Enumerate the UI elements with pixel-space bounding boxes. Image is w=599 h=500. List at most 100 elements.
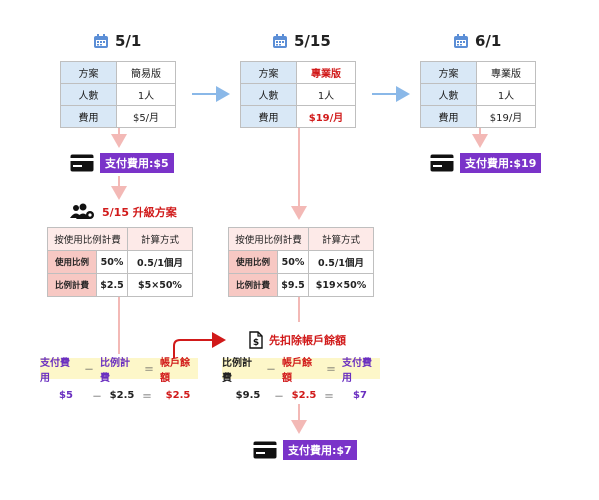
- plan-value: 1人: [296, 83, 356, 106]
- equation-term: 比例計費: [222, 357, 252, 384]
- table-row: 方案專業版: [420, 61, 536, 84]
- equation-operator: ＝: [324, 392, 334, 403]
- table-row: 方案簡易版: [60, 61, 176, 84]
- date-label: 5/1: [115, 32, 142, 50]
- table-row: 費用$5/月: [60, 105, 176, 128]
- prorate-value: 50%: [96, 250, 128, 274]
- date-label: 6/1: [475, 32, 502, 50]
- plan-key: 方案: [60, 61, 117, 84]
- equation-value: $7: [353, 390, 367, 401]
- upgrade-label: 5/15 升級方案: [102, 206, 177, 219]
- prorate-row-label: 比例計費: [47, 273, 97, 297]
- plan-value: $19/月: [476, 105, 536, 128]
- prorate-formula: $5×50%: [127, 273, 193, 297]
- plan-value: 1人: [116, 83, 176, 106]
- prorate-value: 50%: [277, 250, 309, 274]
- table-row: 按使用比例計費計算方式: [228, 227, 374, 251]
- equation-value: $5: [59, 390, 73, 401]
- plan-value: 1人: [476, 83, 536, 106]
- prorate-formula: 0.5/1個月: [308, 250, 374, 274]
- equation-values-2: $9.5 － $2.5 ＝ $7: [228, 388, 380, 403]
- date-label: 5/15: [294, 32, 331, 50]
- equation-values-1: $5 － $2.5 ＝ $2.5: [46, 388, 198, 403]
- equation-value: $2.5: [165, 390, 191, 401]
- equation-bar-1: 支付費用 － 比例計費 ＝ 帳戶餘額: [40, 358, 198, 384]
- credit-card-icon: [70, 154, 94, 172]
- equation-value: $2.5: [109, 390, 135, 401]
- equation-operator: ＝: [142, 392, 152, 403]
- date-header-3: 6/1: [453, 32, 501, 50]
- equation-term: 支付費用: [342, 357, 372, 384]
- payment-label: 支付費用:$19: [460, 153, 542, 173]
- equation-term: 支付費用: [40, 357, 70, 384]
- upgrade-note: 5/15 升級方案: [70, 203, 177, 221]
- prorate-header: 按使用比例計費: [228, 227, 309, 251]
- plan-key: 人數: [240, 83, 297, 106]
- payment-badge-2: 支付費用:$19: [430, 153, 542, 173]
- equation-term: 帳戶餘額: [282, 357, 312, 384]
- plan-key: 人數: [60, 83, 117, 106]
- prorate-header: 按使用比例計費: [47, 227, 128, 251]
- plan-value: $19/月: [296, 105, 356, 128]
- plan-value: 簡易版: [116, 61, 176, 84]
- date-header-1: 5/1: [93, 32, 141, 50]
- equation-value: $2.5: [291, 390, 317, 401]
- equation-operator: －: [274, 392, 284, 403]
- plan-key: 費用: [60, 105, 117, 128]
- equation-operator: －: [92, 392, 102, 403]
- equation-value: $9.5: [235, 390, 261, 401]
- plan-value: 專業版: [296, 61, 356, 84]
- calendar-icon: [454, 34, 468, 48]
- table-row: 方案專業版: [240, 61, 356, 84]
- calendar-icon: [273, 34, 287, 48]
- prorate-row-label: 使用比例: [47, 250, 97, 274]
- plan-key: 方案: [420, 61, 477, 84]
- payment-label: 支付費用:$5: [100, 153, 174, 173]
- table-row: 費用$19/月: [240, 105, 356, 128]
- prorate-formula: $19×50%: [308, 273, 374, 297]
- plan-key: 費用: [240, 105, 297, 128]
- credit-card-icon: [430, 154, 454, 172]
- red-arrow: [173, 332, 226, 358]
- deduct-label: 先扣除帳戶餘額: [269, 334, 346, 347]
- credit-card-icon: [253, 441, 277, 459]
- payment-label: 支付費用:$7: [283, 440, 357, 460]
- table-row: 費用$19/月: [420, 105, 536, 128]
- table-row: 比例計費$2.5$5×50%: [47, 273, 193, 297]
- prorate-header: 計算方式: [308, 227, 374, 251]
- invoice-dollar-icon: $: [249, 331, 263, 349]
- equation-operator: ＝: [144, 365, 154, 376]
- equation-term: 比例計費: [100, 357, 130, 384]
- svg-text:$: $: [253, 338, 259, 348]
- prorate-row-label: 比例計費: [228, 273, 278, 297]
- prorate-formula: 0.5/1個月: [127, 250, 193, 274]
- equation-operator: －: [266, 365, 276, 376]
- plan-value: 專業版: [476, 61, 536, 84]
- date-header-2: 5/15: [272, 32, 331, 50]
- table-row: 比例計費$9.5$19×50%: [228, 273, 374, 297]
- equation-bar-2: 比例計費 － 帳戶餘額 ＝ 支付費用: [222, 358, 380, 384]
- equation-operator: －: [84, 365, 94, 376]
- calendar-icon: [94, 34, 108, 48]
- plan-key: 方案: [240, 61, 297, 84]
- equation-term: 帳戶餘額: [160, 357, 190, 384]
- equation-operator: ＝: [326, 365, 336, 376]
- plan-key: 費用: [420, 105, 477, 128]
- prorate-value: $9.5: [277, 273, 309, 297]
- prorate-row-label: 使用比例: [228, 250, 278, 274]
- users-gear-icon: [70, 203, 94, 219]
- prorate-header: 計算方式: [127, 227, 193, 251]
- plan-key: 人數: [420, 83, 477, 106]
- prorate-value: $2.5: [96, 273, 128, 297]
